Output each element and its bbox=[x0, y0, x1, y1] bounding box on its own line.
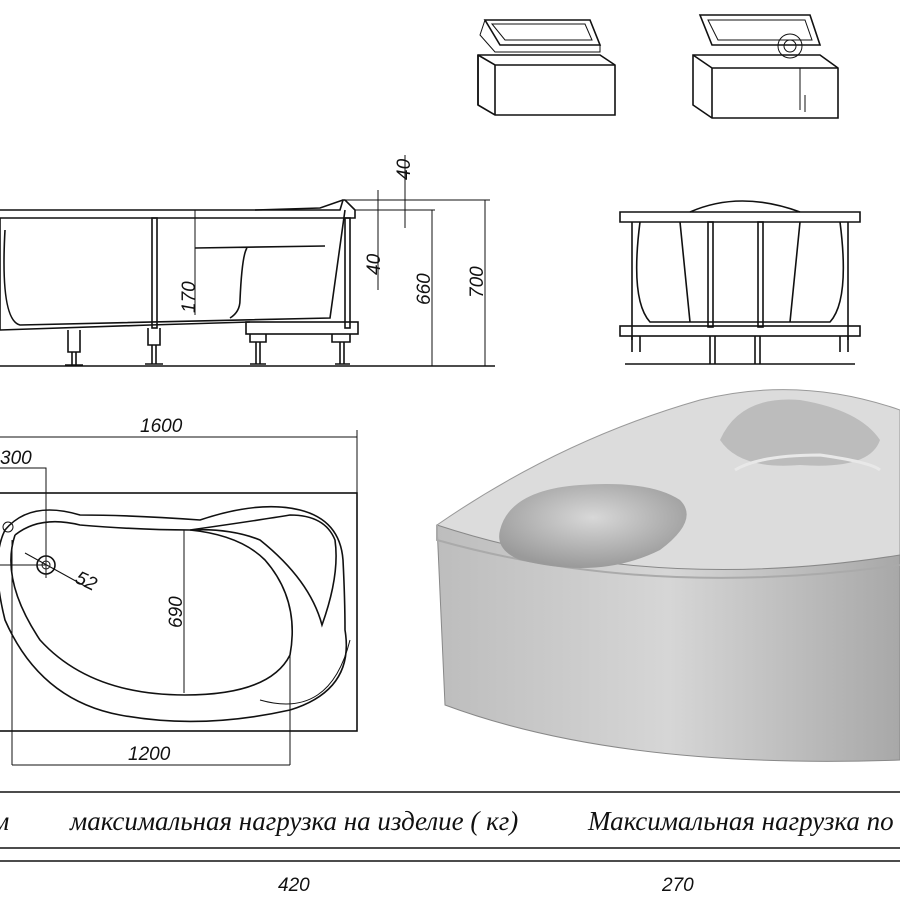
dim-length: 1600 bbox=[140, 416, 183, 437]
dim-bowl-length: 1200 bbox=[128, 744, 171, 765]
table-header-max-load-product: максимальная нагрузка на изделие ( кг) bbox=[69, 806, 518, 836]
dim-bowl-width: 690 bbox=[166, 596, 187, 628]
table-header-max-load-other: Максимальная нагрузка по bbox=[587, 806, 894, 836]
dim-drain-diameter: 52 bbox=[72, 567, 100, 595]
tub-with-panel-icon bbox=[692, 14, 839, 119]
dim-seat-depth: 170 bbox=[179, 281, 200, 313]
tub-freestanding-icon bbox=[477, 19, 616, 116]
plan-view: 1600 300 52 690 1200 bbox=[0, 416, 358, 766]
dim-rim-offset-top: 40 bbox=[394, 158, 415, 180]
table-value-max-load-product: 420 bbox=[278, 875, 310, 896]
dim-rim-height: 660 bbox=[414, 273, 435, 305]
front-view bbox=[619, 200, 861, 365]
side-view: 40 40 170 660 700 bbox=[0, 155, 495, 367]
bathtub-3d-render bbox=[436, 389, 900, 762]
dim-drain-offset: 300 bbox=[0, 448, 32, 469]
dim-rim-offset-bottom: 40 bbox=[364, 253, 385, 275]
spec-table: м максимальная нагрузка на изделие ( кг)… bbox=[0, 791, 900, 896]
table-value-max-load-other: 270 bbox=[661, 875, 694, 896]
dim-total-height: 700 bbox=[467, 266, 488, 298]
support-legs bbox=[65, 328, 351, 366]
table-header-cut: м bbox=[0, 806, 9, 836]
